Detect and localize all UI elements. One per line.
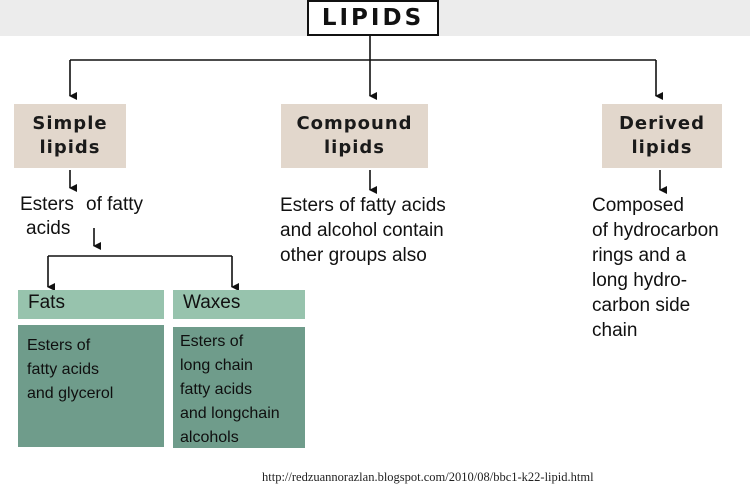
simple-lipids-desc-3: acids [26, 218, 71, 239]
lipids-title: LIPIDS [307, 0, 439, 36]
compound-lipids-box: Compound lipids [281, 104, 428, 168]
simple-lipids-desc-2: of fatty [86, 194, 144, 215]
compound-lipids-desc: Esters of fatty acids and alcohol contai… [280, 195, 446, 266]
waxes-header: Waxes [173, 290, 305, 319]
simple-lipids-desc-1: Esters [20, 194, 74, 215]
simple-lipids-box: Simple lipids [14, 104, 126, 168]
derived-lipids-box: Derived lipids [602, 104, 722, 168]
fats-header: Fats [18, 290, 164, 319]
derived-lipids-desc: Composed of hydrocarbon rings and a long… [592, 195, 719, 341]
waxes-desc: Esters of long chain fatty acids and lon… [173, 327, 305, 448]
fats-desc: Esters of fatty acids and glycerol [18, 325, 164, 447]
source-url: http://redzuannorazlan.blogspot.com/2010… [262, 470, 594, 484]
